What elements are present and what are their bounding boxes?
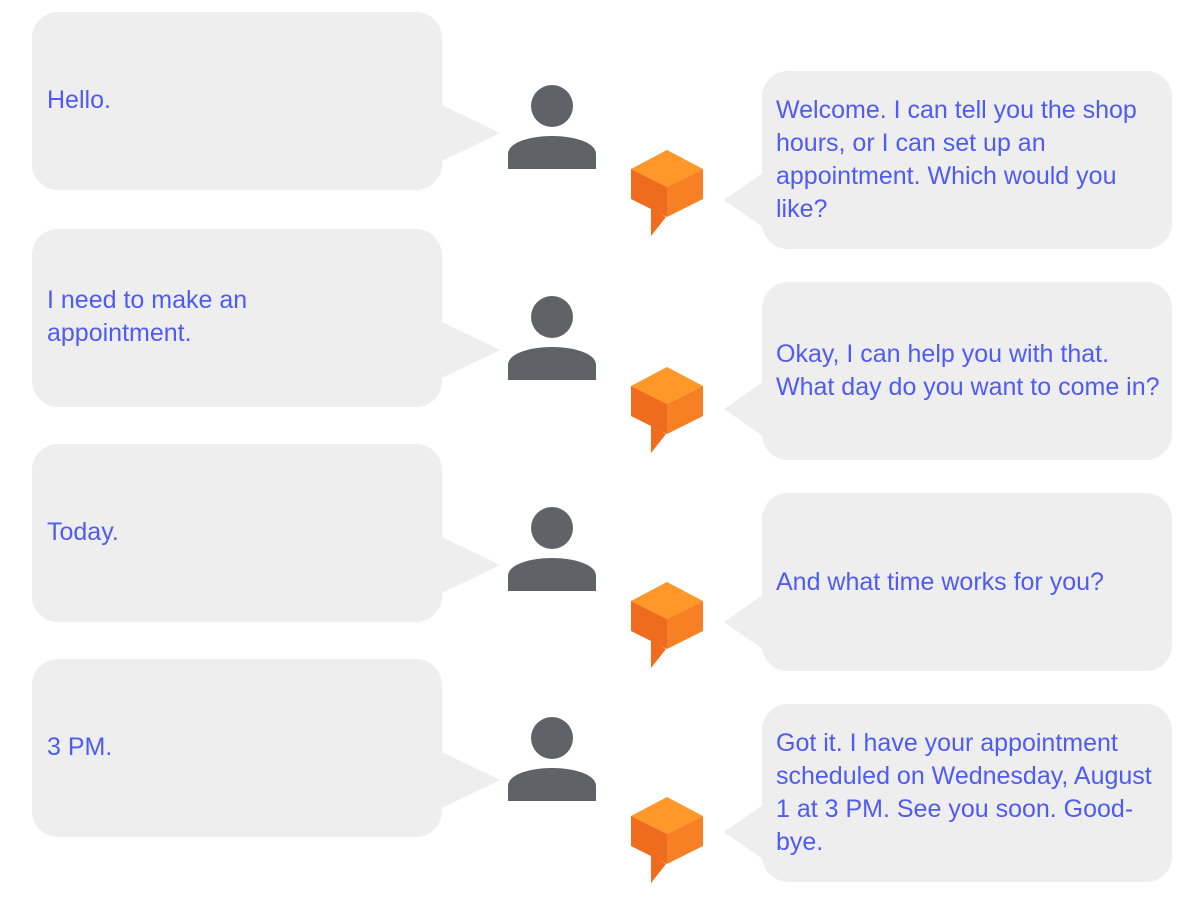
agent-message-text: Okay, I can help you with that. What day… [776,340,1160,401]
agent-bubble-tail [724,172,764,228]
person-icon [508,296,596,380]
agent-message-text: Got it. I have your appointment schedule… [776,729,1152,856]
user-message-text: Today. [47,517,119,546]
user-message-bubble: I need to make an appointment. [32,229,442,407]
user-bubble-tail [442,537,500,593]
user-message-text: Hello. [47,85,111,114]
user-message-text: 3 PM. [47,732,113,761]
agent-message-bubble: And what time works for you? [762,493,1172,671]
speech-cube-icon [631,797,703,883]
user-bubble-tail [442,322,500,378]
agent-message-bubble: Got it. I have your appointment schedule… [762,704,1172,882]
agent-message-text: And what time works for you? [776,567,1104,596]
agent-bubble-tail [724,804,764,860]
agent-bubble-tail [724,381,764,437]
person-icon [508,507,596,591]
user-bubble-tail [442,105,500,161]
user-message-bubble: Hello. [32,12,442,190]
user-bubble-tail [442,752,500,808]
speech-cube-icon [631,150,703,236]
agent-message-bubble: Welcome. I can tell you the shop hours, … [762,71,1172,249]
speech-cube-icon [631,582,703,668]
agent-message-text: Welcome. I can tell you the shop hours, … [776,96,1137,223]
user-message-text: I need to make an appointment. [47,286,248,347]
agent-bubble-tail [724,594,764,650]
speech-cube-icon [631,367,703,453]
agent-message-bubble: Okay, I can help you with that. What day… [762,282,1172,460]
person-icon [508,717,596,801]
person-icon [508,85,596,169]
user-message-bubble: 3 PM. [32,659,442,837]
user-message-bubble: Today. [32,444,442,622]
